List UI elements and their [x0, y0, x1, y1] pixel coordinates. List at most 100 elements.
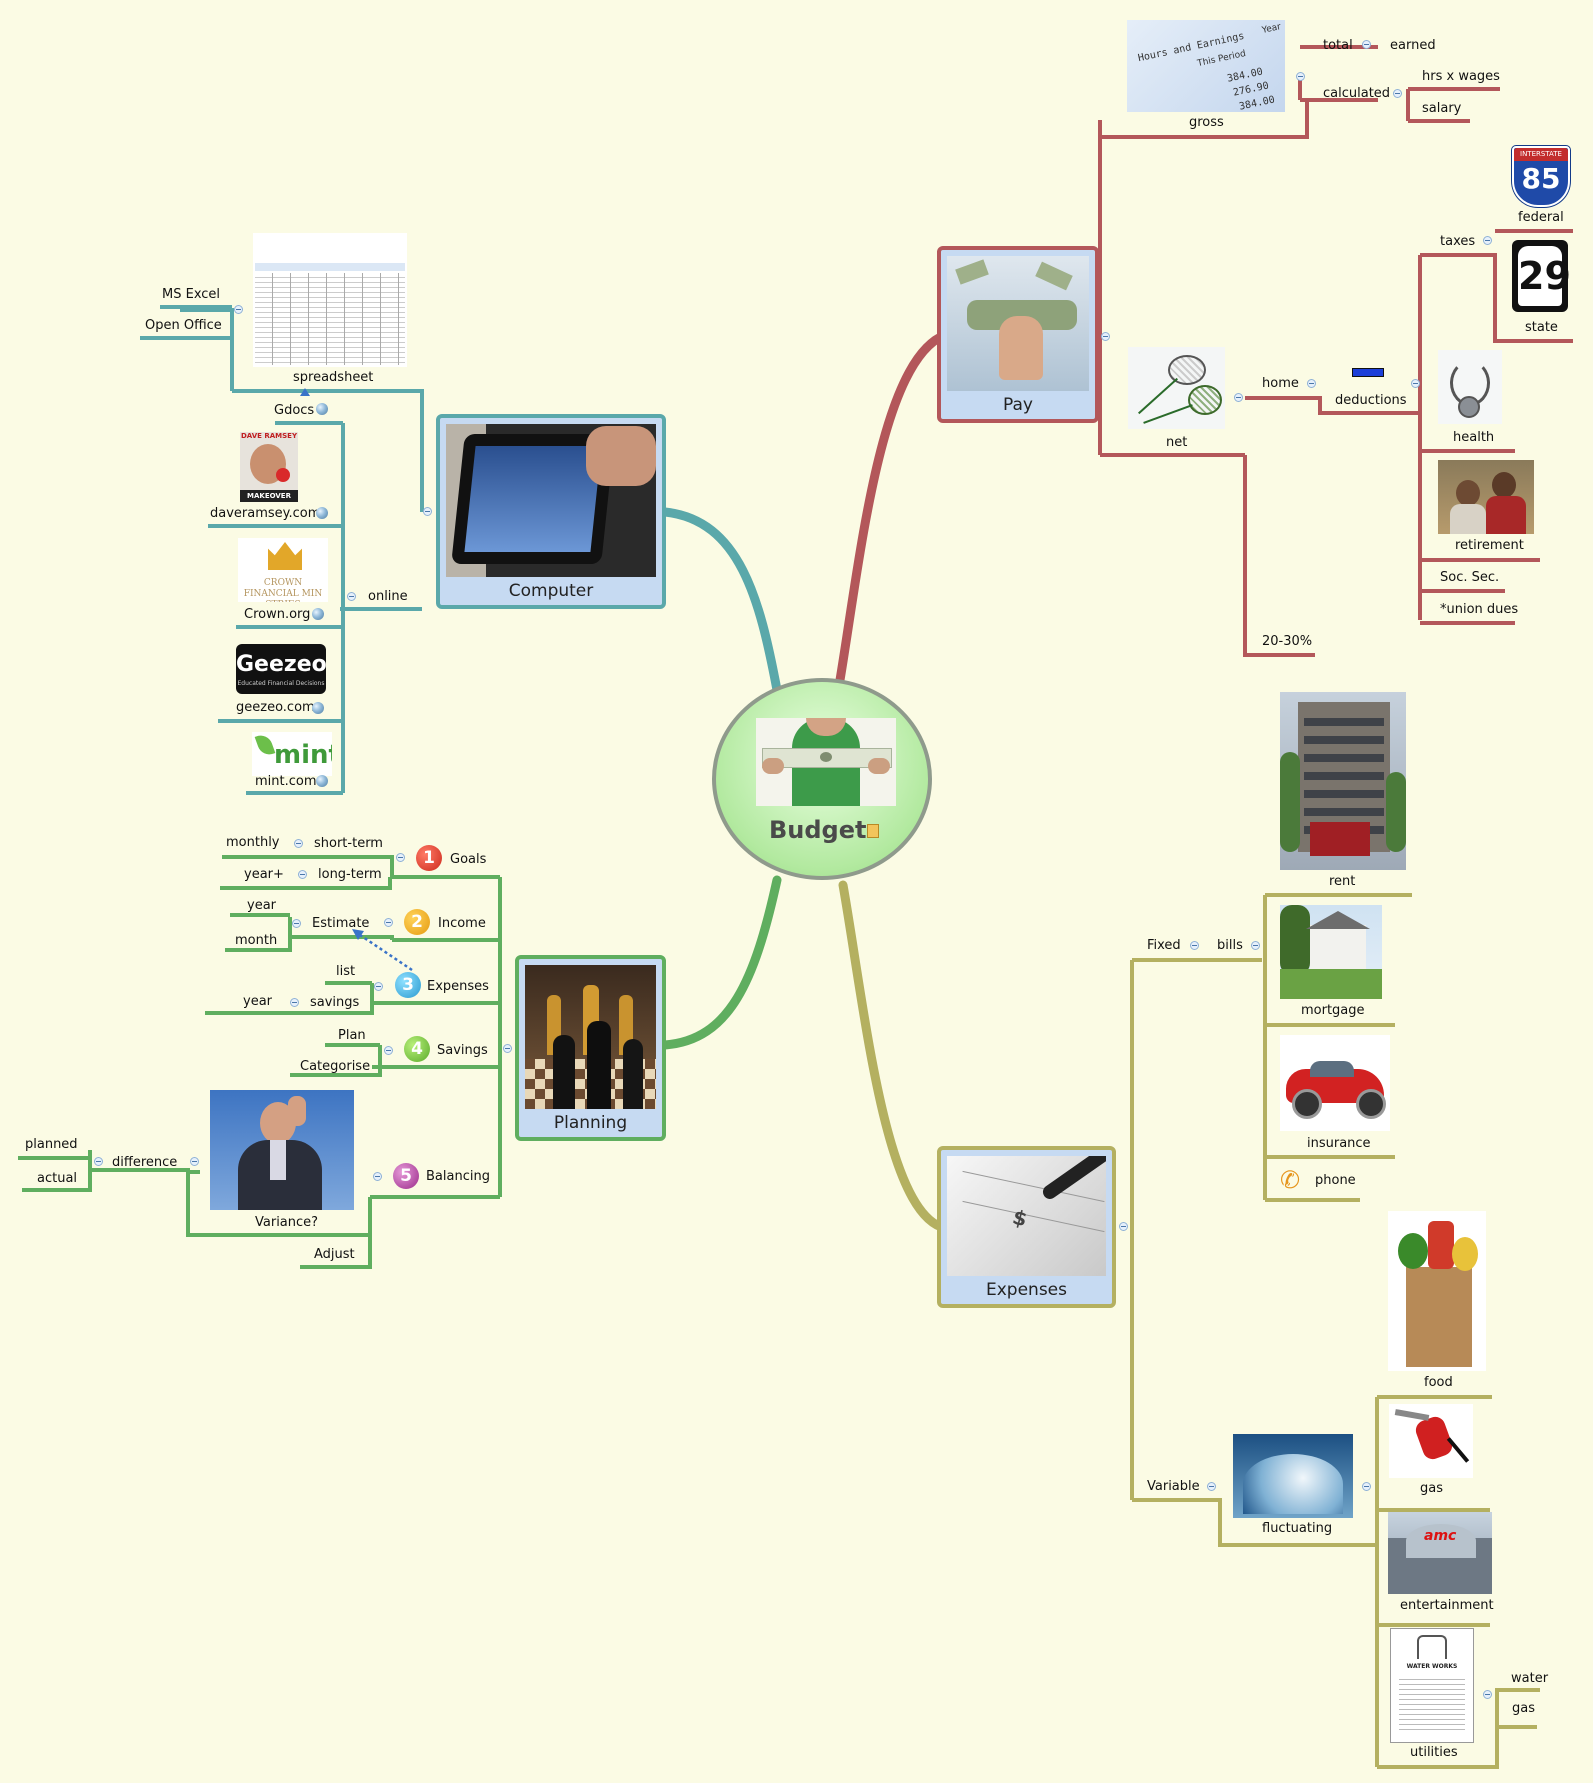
label-year-1[interactable]: year — [247, 898, 277, 913]
collapse-savings[interactable] — [384, 1046, 393, 1055]
label-plan[interactable]: Plan — [338, 1028, 366, 1043]
label-water[interactable]: water — [1511, 1671, 1549, 1686]
label-bills[interactable]: bills — [1217, 938, 1243, 953]
topic-expenses[interactable]: $ Expenses — [937, 1146, 1116, 1308]
mint-globe-icon[interactable] — [316, 775, 328, 787]
label-ms-excel[interactable]: MS Excel — [162, 287, 221, 302]
label-gas[interactable]: gas — [1420, 1481, 1443, 1496]
collapse-expenses[interactable] — [1119, 1222, 1128, 1231]
note-icon[interactable] — [867, 824, 879, 838]
collapse-goals[interactable] — [396, 853, 405, 862]
label-fluctuating[interactable]: fluctuating — [1262, 1521, 1333, 1536]
label-deductions[interactable]: deductions — [1335, 393, 1407, 408]
label-month[interactable]: month — [235, 933, 278, 948]
label-savings-sub[interactable]: savings — [310, 995, 360, 1010]
label-savings[interactable]: Savings — [437, 1043, 488, 1058]
label-goals[interactable]: Goals — [450, 852, 487, 867]
collapse-estimate[interactable] — [292, 919, 301, 928]
label-geezeo[interactable]: geezeo.com — [236, 700, 315, 715]
crown-globe-icon[interactable] — [312, 608, 324, 620]
label-short-term[interactable]: short-term — [314, 836, 383, 851]
collapse-long-term[interactable] — [298, 870, 307, 879]
label-union-dues[interactable]: *union dues — [1440, 602, 1519, 617]
label-twenty-thirty[interactable]: 20-30% — [1262, 634, 1313, 649]
collapse-short-term[interactable] — [294, 839, 303, 848]
collapse-savings-sub[interactable] — [290, 998, 299, 1007]
geezeo-globe-icon[interactable] — [312, 702, 324, 714]
collapse-online[interactable] — [347, 592, 356, 601]
label-actual[interactable]: actual — [37, 1171, 78, 1186]
label-food[interactable]: food — [1424, 1375, 1453, 1390]
label-salary[interactable]: salary — [1422, 101, 1462, 116]
label-rent[interactable]: rent — [1329, 874, 1356, 889]
label-crown[interactable]: Crown.org — [244, 607, 311, 622]
label-health[interactable]: health — [1453, 430, 1495, 445]
collapse-bills[interactable] — [1251, 941, 1260, 950]
gdocs-globe-icon[interactable] — [316, 403, 328, 415]
collapse-variable[interactable] — [1207, 1482, 1216, 1491]
label-hrs-x-wages[interactable]: hrs x wages — [1422, 69, 1500, 84]
topic-planning[interactable]: Planning — [515, 955, 666, 1141]
label-gas-2[interactable]: gas — [1512, 1701, 1535, 1716]
topic-pay[interactable]: Pay — [937, 246, 1099, 423]
collapse-taxes[interactable] — [1483, 236, 1492, 245]
collapse-utilities[interactable] — [1483, 1690, 1492, 1699]
label-adjust[interactable]: Adjust — [314, 1247, 355, 1262]
collapse-spreadsheet[interactable] — [234, 305, 243, 314]
collapse-planned-actual[interactable] — [94, 1157, 103, 1166]
label-phone[interactable]: phone — [1315, 1173, 1356, 1188]
label-income[interactable]: Income — [438, 916, 486, 931]
label-retirement[interactable]: retirement — [1455, 538, 1524, 553]
collapse-computer[interactable] — [423, 507, 432, 516]
label-total[interactable]: total — [1323, 38, 1353, 53]
collapse-income[interactable] — [384, 918, 393, 927]
label-estimate[interactable]: Estimate — [312, 916, 370, 931]
label-expenses-plan[interactable]: Expenses — [427, 979, 489, 994]
label-planned[interactable]: planned — [25, 1137, 78, 1152]
label-utilities[interactable]: utilities — [1410, 1745, 1458, 1760]
collapse-difference[interactable] — [190, 1157, 199, 1166]
label-federal[interactable]: federal — [1518, 210, 1564, 225]
label-spreadsheet[interactable]: spreadsheet — [293, 370, 374, 385]
label-earned[interactable]: earned — [1390, 38, 1436, 53]
label-online[interactable]: online — [368, 589, 408, 604]
daveramsey-globe-icon[interactable] — [316, 507, 328, 519]
label-monthly[interactable]: monthly — [226, 835, 280, 850]
label-insurance[interactable]: insurance — [1307, 1136, 1371, 1151]
label-mortgage[interactable]: mortgage — [1301, 1003, 1365, 1018]
label-home[interactable]: home — [1262, 376, 1299, 391]
label-balancing[interactable]: Balancing — [426, 1169, 490, 1184]
label-soc-sec[interactable]: Soc. Sec. — [1440, 570, 1500, 585]
label-long-term[interactable]: long-term — [318, 867, 382, 882]
label-fixed[interactable]: Fixed — [1147, 938, 1181, 953]
label-gross[interactable]: gross — [1189, 115, 1224, 130]
central-topic[interactable]: Budget — [712, 678, 932, 880]
collapse-calculated[interactable] — [1393, 89, 1402, 98]
label-entertainment[interactable]: entertainment — [1400, 1598, 1494, 1613]
collapse-gross[interactable] — [1296, 72, 1305, 81]
label-daveramsey[interactable]: daveramsey.com — [210, 506, 321, 521]
collapse-home[interactable] — [1307, 379, 1316, 388]
label-year-plus[interactable]: year+ — [244, 867, 284, 882]
collapse-fluctuating[interactable] — [1362, 1482, 1371, 1491]
collapse-pay[interactable] — [1101, 332, 1110, 341]
label-taxes[interactable]: taxes — [1440, 234, 1476, 249]
label-calculated[interactable]: calculated — [1323, 86, 1391, 101]
collapse-planning[interactable] — [503, 1044, 512, 1053]
label-categorise[interactable]: Categorise — [300, 1059, 371, 1074]
label-open-office[interactable]: Open Office — [145, 318, 222, 333]
label-difference[interactable]: difference — [112, 1155, 178, 1170]
collapse-deductions[interactable] — [1411, 379, 1420, 388]
collapse-fixed[interactable] — [1190, 941, 1199, 950]
label-list[interactable]: list — [336, 964, 356, 979]
collapse-expenses-plan[interactable] — [374, 982, 383, 991]
label-mint[interactable]: mint.com — [255, 774, 317, 789]
label-year-2[interactable]: year — [243, 994, 273, 1009]
label-net[interactable]: net — [1166, 435, 1188, 450]
collapse-balancing[interactable] — [373, 1172, 382, 1181]
collapse-net[interactable] — [1234, 393, 1243, 402]
label-variance[interactable]: Variance? — [255, 1215, 319, 1230]
collapse-total[interactable] — [1362, 40, 1371, 49]
label-gdocs[interactable]: Gdocs — [274, 403, 315, 418]
label-state[interactable]: state — [1525, 320, 1558, 335]
